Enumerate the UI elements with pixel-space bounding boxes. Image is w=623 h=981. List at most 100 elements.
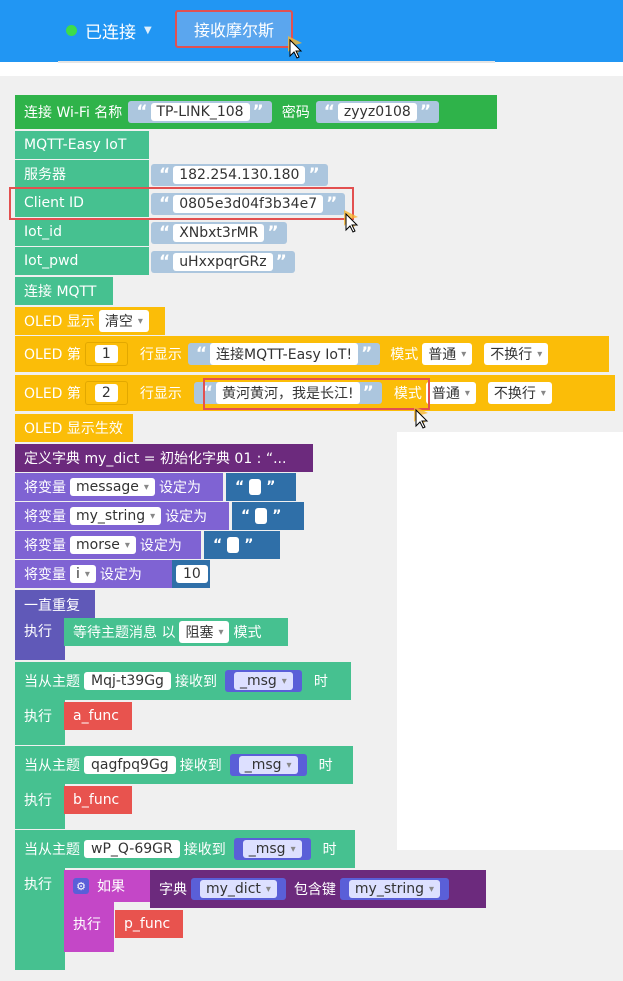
mqtt-server-row: 服务器 <box>15 160 149 188</box>
row1-wrap-dropdown[interactable]: 不换行 <box>484 343 549 365</box>
connect-mqtt-label: 连接 MQTT <box>24 284 97 300</box>
connect-mqtt-block[interactable]: 连接 MQTT <box>15 277 113 305</box>
var-i-value[interactable]: 10 <box>176 565 208 583</box>
oled-clear-dropdown[interactable]: 清空 <box>98 310 149 332</box>
set-var-i-block[interactable]: 将变量 i 设定为 <box>15 560 173 588</box>
mode-suffix-label: 模式 <box>233 625 262 641</box>
chevron-down-icon[interactable]: ▼ <box>144 25 152 36</box>
string-slot[interactable] <box>249 479 262 495</box>
var-my-string-dropdown[interactable]: my_string <box>70 507 162 525</box>
define-dict-block[interactable]: 定义字典 my_dict = 初始化字典 01 : “... <box>15 444 313 472</box>
repeat-exec-row: 执行 <box>15 617 65 645</box>
dict-label: 字典 <box>159 882 187 898</box>
oled-effect-block[interactable]: OLED 显示生效 <box>15 414 133 442</box>
row2-number[interactable]: 2 <box>94 384 118 402</box>
iot-id-string[interactable]: “XNbxt3rMR” <box>145 219 287 247</box>
has-key-label: 包含键 <box>293 882 336 898</box>
if-exec-row: 执行 <box>64 910 101 938</box>
var-i-dropdown[interactable]: i <box>70 565 96 583</box>
iot-id-value[interactable]: XNbxt3rMR <box>173 224 265 242</box>
topic1-name[interactable]: Mqj-t39Gg <box>84 672 171 690</box>
set-var-morse-block[interactable]: 将变量 morse 设定为 <box>15 531 201 559</box>
call-a-func-block[interactable]: a_func <box>64 702 132 730</box>
define-dict-label: 定义字典 my_dict = 初始化字典 01 : “... <box>24 451 287 467</box>
top-divider <box>58 61 495 63</box>
dict-has-key-block[interactable]: 字典 my_dict 包含键 my_string <box>150 870 486 908</box>
row1-number-block[interactable]: 1 <box>84 342 128 366</box>
msg-var-block[interactable]: _msg <box>233 838 311 860</box>
msg-var-dropdown[interactable]: _msg <box>233 672 293 690</box>
msg-var-block[interactable]: _msg <box>224 670 302 692</box>
oled-row-label: OLED 第 <box>24 386 81 402</box>
row2-mode-dropdown[interactable]: 普通 <box>425 382 476 404</box>
client-id-string[interactable]: “0805e3d04f3b34e7” <box>145 190 346 218</box>
password-value[interactable]: zyyz0108 <box>337 103 417 121</box>
topic2-body-bar <box>15 784 65 829</box>
client-id-value[interactable]: 0805e3d04f3b34e7 <box>173 195 324 213</box>
received-label: 接收到 <box>174 674 217 690</box>
msg-var-block[interactable]: _msg <box>229 754 307 776</box>
topic2-handler-block[interactable]: 当从主题 qagfpq9Gg 接收到 _msg 时 <box>15 746 353 784</box>
iot-pwd-string[interactable]: “uHxxpqrGRz” <box>145 248 295 276</box>
wait-topic-block[interactable]: 等待主题消息 以 阻塞 模式 <box>64 618 288 646</box>
block-mode-dropdown[interactable]: 阻塞 <box>179 621 230 643</box>
dict-var-block[interactable]: my_dict <box>191 878 286 900</box>
exec-label: 执行 <box>73 917 101 933</box>
empty-string-2[interactable]: “” <box>232 502 304 530</box>
call-p-func-block[interactable]: p_func <box>115 910 183 938</box>
server-value[interactable]: 182.254.130.180 <box>173 166 306 184</box>
row1-number[interactable]: 1 <box>94 345 118 363</box>
string-slot[interactable] <box>255 508 268 524</box>
repeat-forever-block[interactable]: 一直重复 <box>15 590 95 620</box>
mqtt-easy-block[interactable]: MQTT-Easy IoT <box>15 131 149 159</box>
password-string[interactable]: “zyyz0108” <box>315 101 440 123</box>
oled-row1-block[interactable]: OLED 第 1 行显示 “连接MQTT-Easy IoT!” 模式 普通 不换… <box>15 336 609 372</box>
ssid-value[interactable]: TP-LINK_108 <box>150 103 250 121</box>
oled-row2-block[interactable]: OLED 第 2 行显示 “黄河黄河，我是长江!” 模式 普通 不换行 <box>15 375 615 411</box>
key-var-dropdown[interactable]: my_string <box>348 880 441 898</box>
iot-pwd-label: Iot_pwd <box>24 253 79 269</box>
gear-icon[interactable]: ⚙ <box>73 878 89 894</box>
msg-var-dropdown[interactable]: _msg <box>242 840 302 858</box>
row2-number-block[interactable]: 2 <box>84 381 128 405</box>
wifi-connect-block[interactable]: 连接 Wi-Fi 名称 “TP-LINK_108” 密码 “zyyz0108” <box>15 95 497 129</box>
topic1-handler-block[interactable]: 当从主题 Mqj-t39Gg 接收到 _msg 时 <box>15 662 351 700</box>
key-var-block[interactable]: my_string <box>339 878 450 900</box>
exec-label: 执行 <box>24 709 52 725</box>
dict-var-dropdown[interactable]: my_dict <box>200 880 277 898</box>
if-block[interactable]: ⚙ 如果 <box>64 870 154 902</box>
msg-var-dropdown[interactable]: _msg <box>238 756 298 774</box>
empty-string-3[interactable]: “” <box>204 531 280 559</box>
oled-clear-block[interactable]: OLED 显示 清空 <box>15 307 165 335</box>
number-block[interactable]: 10 <box>172 560 210 588</box>
var-message-dropdown[interactable]: message <box>70 478 155 496</box>
row2-text-string[interactable]: “黄河黄河，我是长江!” <box>193 382 382 404</box>
var-morse-dropdown[interactable]: morse <box>70 536 136 554</box>
p-func-label: p_func <box>124 916 171 932</box>
set-var-message-block[interactable]: 将变量 message 设定为 <box>15 473 223 501</box>
from-topic-label: 当从主题 <box>24 842 80 858</box>
b-func-label: b_func <box>73 792 120 808</box>
received-label: 接收到 <box>179 758 222 774</box>
receive-morse-button[interactable]: 接收摩尔斯 <box>175 10 293 48</box>
row2-text-value[interactable]: 黄河黄河，我是长江! <box>216 382 360 404</box>
ssid-string[interactable]: “TP-LINK_108” <box>128 101 272 123</box>
row1-mode-dropdown[interactable]: 普通 <box>422 343 473 365</box>
empty-string-1[interactable]: “” <box>226 473 296 501</box>
server-string[interactable]: “182.254.130.180” <box>145 161 328 189</box>
a-func-label: a_func <box>73 708 119 724</box>
received-label: 接收到 <box>183 842 226 858</box>
call-b-func-block[interactable]: b_func <box>64 786 132 814</box>
string-slot[interactable] <box>227 537 240 553</box>
connection-status[interactable]: 已连接 ▼ <box>66 18 152 43</box>
topic3-handler-block[interactable]: 当从主题 wP_Q-69GR 接收到 _msg 时 <box>15 830 355 868</box>
topic3-name[interactable]: wP_Q-69GR <box>84 840 180 858</box>
row1-text-string[interactable]: “连接MQTT-Easy IoT!” <box>187 343 381 365</box>
click-cursor-icon <box>288 36 303 59</box>
topic2-name[interactable]: qagfpq9Gg <box>84 756 176 774</box>
row1-text-value[interactable]: 连接MQTT-Easy IoT! <box>210 343 359 365</box>
row2-wrap-dropdown[interactable]: 不换行 <box>487 382 552 404</box>
iot-pwd-value[interactable]: uHxxpqrGRz <box>173 253 273 271</box>
set-var-my-string-block[interactable]: 将变量 my_string 设定为 <box>15 502 229 530</box>
client-id-label: Client ID <box>24 195 84 211</box>
